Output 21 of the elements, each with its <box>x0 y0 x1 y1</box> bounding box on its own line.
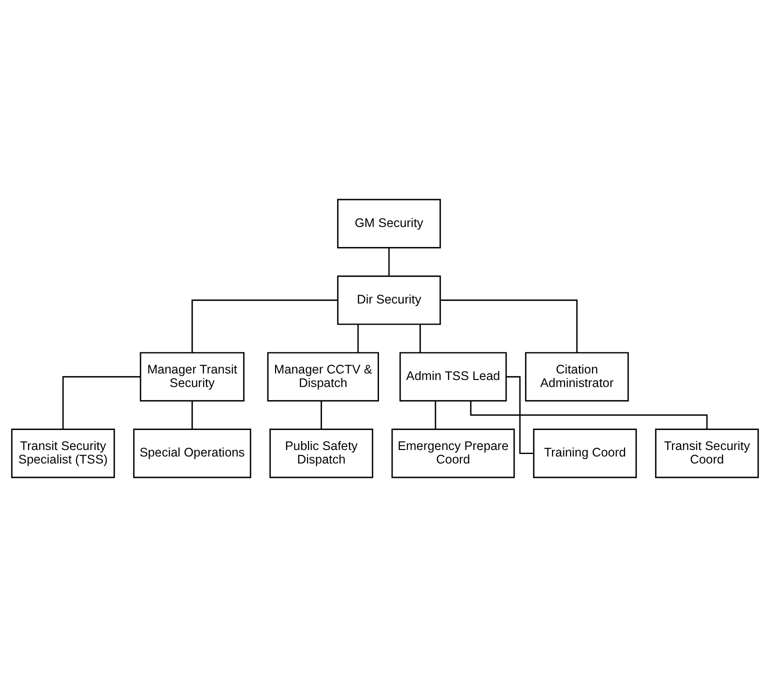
node-box: Citation Administrator <box>525 352 629 402</box>
node-box: Manager Transit Security <box>140 352 244 402</box>
connector <box>357 324 359 353</box>
connector <box>420 324 421 353</box>
node-box: GM Security <box>337 198 441 248</box>
connector <box>388 248 390 276</box>
connector <box>62 376 140 430</box>
node-box: Transit Security Coord <box>655 428 759 478</box>
node-box: Dir Security <box>337 275 441 325</box>
node-box: Admin TSS Lead <box>399 352 507 402</box>
node-box: Public Safety Dispatch <box>269 428 374 478</box>
node-box: Manager CCTV & Dispatch <box>267 352 379 402</box>
node-box: Emergency Prepare Coord <box>391 428 515 478</box>
node-box: Special Operations <box>133 428 252 478</box>
connector <box>440 300 578 353</box>
connector <box>434 401 436 430</box>
connector <box>192 401 193 430</box>
node-box: Transit Security Specialist (TSS) <box>11 428 115 478</box>
connector <box>192 300 338 353</box>
connector <box>320 401 322 430</box>
node-box: Training Coord <box>533 428 637 478</box>
